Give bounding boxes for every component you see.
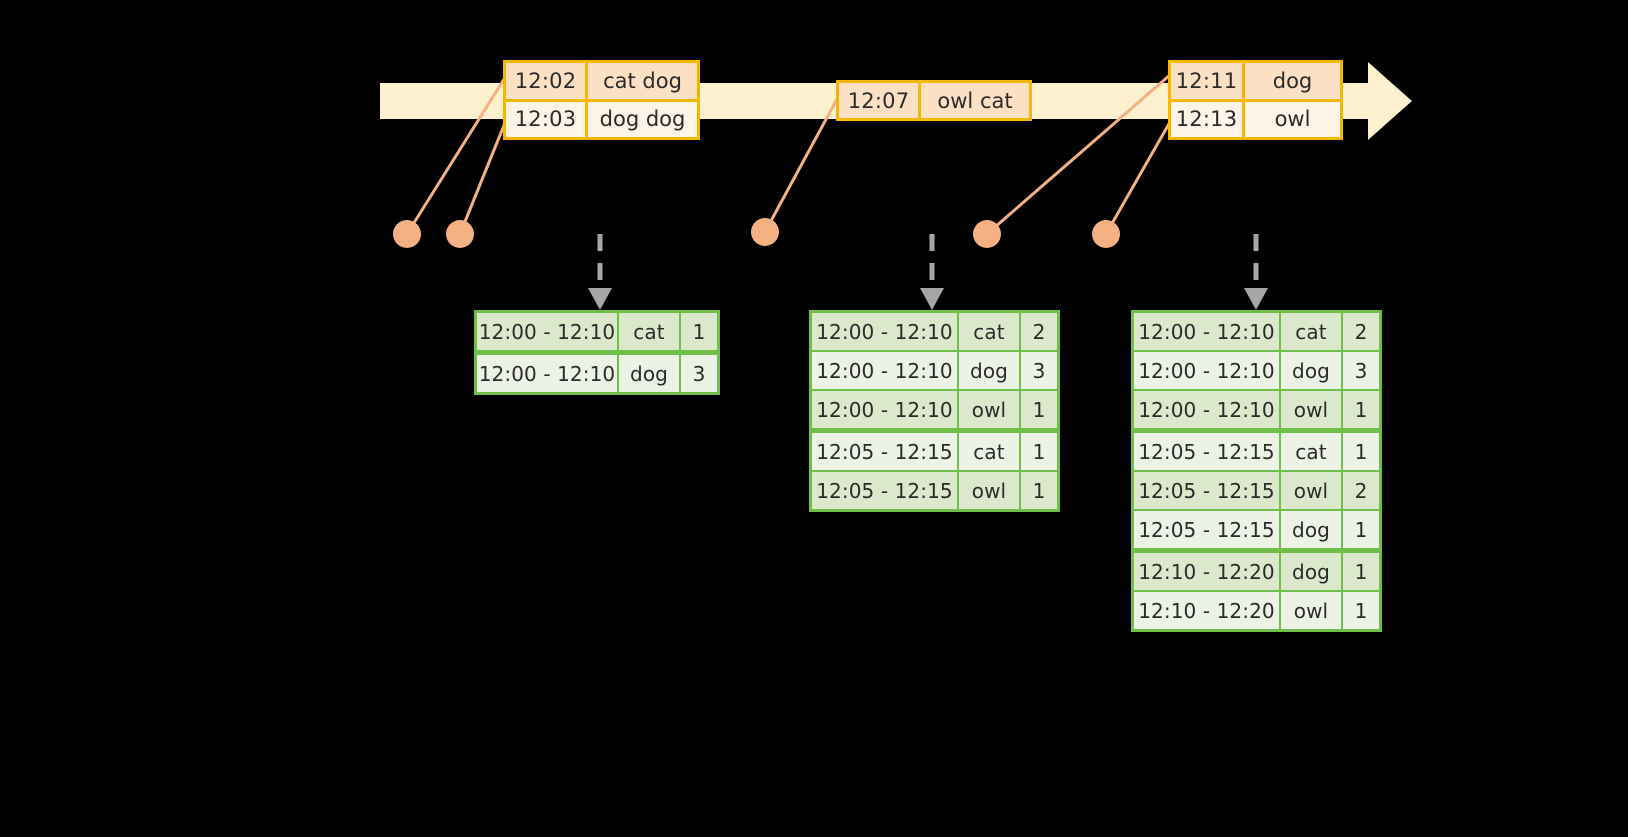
cell-word: dog [959, 352, 1019, 389]
event-row[interactable]: 12:13 owl [1171, 98, 1340, 137]
cell-count: 1 [1343, 592, 1379, 629]
event-dot-1[interactable] [393, 220, 421, 248]
cell-word: cat [959, 433, 1019, 470]
table-row[interactable]: 12:05 - 12:15 owl 2 [1134, 472, 1379, 509]
cell-window: 12:10 - 12:20 [1134, 553, 1279, 590]
cell-window: 12:05 - 12:15 [1134, 472, 1279, 509]
table-row[interactable]: 12:05 - 12:15 cat 1 [812, 433, 1057, 470]
table-row[interactable]: 12:00 - 12:10 dog 3 [477, 355, 717, 392]
cell-window: 12:10 - 12:20 [1134, 592, 1279, 629]
cell-count: 1 [1021, 391, 1057, 428]
table-row[interactable]: 12:05 - 12:15 owl 1 [812, 472, 1057, 509]
cell-word: cat [619, 313, 679, 350]
result-table-1[interactable]: 12:00 - 12:10 cat 1 12:00 - 12:10 dog 3 [474, 310, 720, 395]
connector-line-1 [405, 67, 513, 235]
event-row[interactable]: 12:11 dog [1171, 63, 1340, 99]
table-row[interactable]: 12:00 - 12:10 owl 1 [812, 391, 1057, 428]
cell-count: 2 [1021, 313, 1057, 350]
cell-word: owl [1281, 391, 1341, 428]
cell-window: 12:00 - 12:10 [477, 355, 617, 392]
cell-word: owl [959, 472, 1019, 509]
table-row[interactable]: 12:00 - 12:10 owl 1 [1134, 391, 1379, 428]
connector-line-3 [763, 87, 845, 233]
cell-word: dog [1281, 553, 1341, 590]
event-words: dog dog [599, 107, 686, 132]
emit-arrow-3 [1244, 234, 1268, 310]
event-row[interactable]: 12:03 dog dog [506, 98, 697, 137]
cell-window: 12:05 - 12:15 [812, 433, 957, 470]
cell-window: 12:00 - 12:10 [812, 313, 957, 350]
table-row[interactable]: 12:10 - 12:20 dog 1 [1134, 553, 1379, 590]
cell-count: 1 [1021, 472, 1057, 509]
table-row[interactable]: 12:00 - 12:10 cat 1 [477, 313, 717, 350]
event-row[interactable]: 12:02 cat dog [506, 63, 697, 99]
cell-count: 1 [1343, 511, 1379, 548]
event-time: 12:13 [1171, 101, 1245, 137]
table-row[interactable]: 12:00 - 12:10 dog 3 [1134, 352, 1379, 389]
cell-window: 12:00 - 12:10 [1134, 391, 1279, 428]
cell-word: cat [959, 313, 1019, 350]
cell-window: 12:00 - 12:10 [812, 391, 957, 428]
event-row[interactable]: 12:07 owl cat [839, 83, 1029, 118]
cell-count: 2 [1343, 313, 1379, 350]
event-box-3[interactable]: 12:11 dog 12:13 owl [1168, 60, 1343, 140]
cell-count: 3 [1343, 352, 1379, 389]
event-dot-5[interactable] [1092, 220, 1120, 248]
cell-window: 12:00 - 12:10 [477, 313, 617, 350]
cell-count: 3 [681, 355, 717, 392]
cell-window: 12:00 - 12:10 [1134, 313, 1279, 350]
event-box-1[interactable]: 12:02 cat dog 12:03 dog dog [503, 60, 700, 140]
table-row[interactable]: 12:00 - 12:10 cat 2 [812, 313, 1057, 350]
table-row[interactable]: 12:10 - 12:20 owl 1 [1134, 592, 1379, 629]
cell-count: 1 [681, 313, 717, 350]
cell-window: 12:05 - 12:15 [1134, 433, 1279, 470]
event-dot-3[interactable] [751, 218, 779, 246]
cell-word: dog [1281, 511, 1341, 548]
cell-word: owl [1281, 592, 1341, 629]
event-time: 12:03 [506, 101, 588, 137]
timeline-arrowhead [1368, 62, 1412, 140]
table-row[interactable]: 12:05 - 12:15 cat 1 [1134, 433, 1379, 470]
event-box-2[interactable]: 12:07 owl cat [836, 80, 1032, 121]
cell-count: 3 [1021, 352, 1057, 389]
cell-word: owl [959, 391, 1019, 428]
event-words: dog [1272, 68, 1313, 93]
result-table-3[interactable]: 12:00 - 12:10 cat 2 12:00 - 12:10 dog 3 … [1131, 310, 1382, 632]
table-row[interactable]: 12:05 - 12:15 dog 1 [1134, 511, 1379, 548]
table-row[interactable]: 12:00 - 12:10 dog 3 [812, 352, 1057, 389]
cell-window: 12:00 - 12:10 [1134, 352, 1279, 389]
event-dot-2[interactable] [446, 220, 474, 248]
cell-window: 12:00 - 12:10 [812, 352, 957, 389]
cell-count: 2 [1343, 472, 1379, 509]
cell-count: 1 [1021, 433, 1057, 470]
event-time: 12:11 [1171, 63, 1245, 99]
cell-word: cat [1281, 433, 1341, 470]
event-time: 12:02 [506, 63, 588, 99]
emit-arrow-1 [588, 234, 612, 310]
result-table-2[interactable]: 12:00 - 12:10 cat 2 12:00 - 12:10 dog 3 … [809, 310, 1060, 512]
table-row[interactable]: 12:00 - 12:10 cat 2 [1134, 313, 1379, 350]
emit-arrow-2 [920, 234, 944, 310]
cell-count: 1 [1343, 433, 1379, 470]
event-words: owl [1274, 107, 1311, 132]
cell-window: 12:05 - 12:15 [812, 472, 957, 509]
cell-window: 12:05 - 12:15 [1134, 511, 1279, 548]
event-dot-4[interactable] [973, 220, 1001, 248]
event-time: 12:07 [839, 83, 921, 118]
cell-word: cat [1281, 313, 1341, 350]
event-words: owl cat [937, 88, 1013, 113]
cell-word: dog [1281, 352, 1341, 389]
cell-count: 1 [1343, 391, 1379, 428]
event-words: cat dog [603, 68, 682, 93]
cell-word: dog [619, 355, 679, 392]
cell-count: 1 [1343, 553, 1379, 590]
cell-word: owl [1281, 472, 1341, 509]
